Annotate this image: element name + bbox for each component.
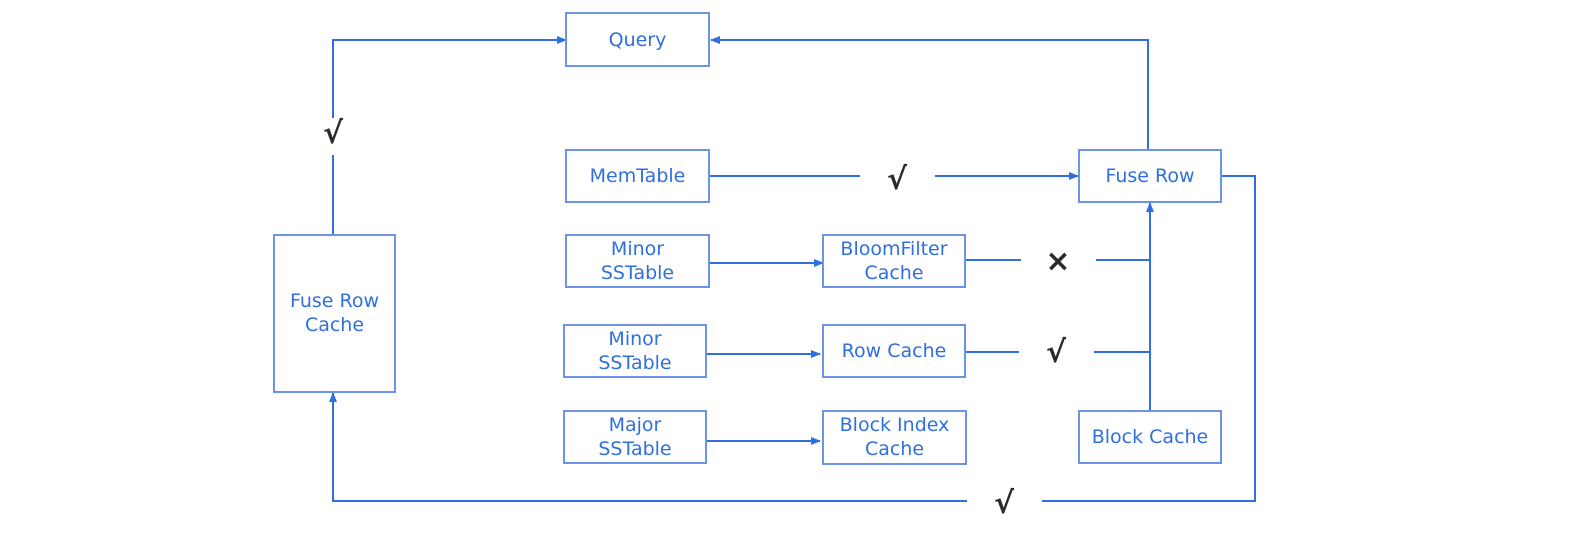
node-memtable: MemTable (565, 149, 710, 203)
node-fuse-row: Fuse Row (1078, 149, 1222, 203)
node-block-cache: Block Cache (1078, 410, 1222, 464)
node-minor-sstable-2: Minor SSTable (563, 324, 707, 378)
node-bloomfilter-cache-line2: Cache (864, 262, 923, 284)
edge-bottom-to-fuserowcache (329, 392, 967, 502)
node-fuse-row-label: Fuse Row (1105, 165, 1194, 187)
node-memtable-label: MemTable (590, 165, 686, 187)
node-major-sstable-line1: Major (609, 414, 662, 436)
node-minor-sstable-2-line2: SSTable (598, 352, 671, 374)
node-major-sstable: Major SSTable (563, 410, 707, 464)
node-row-cache-label: Row Cache (842, 340, 947, 362)
edge-fuserow-to-query (710, 36, 1149, 149)
node-fuse-row-cache-line2: Cache (305, 314, 364, 336)
check-mark-memtable: √ (887, 162, 908, 197)
node-fuse-row-cache: Fuse Row Cache (273, 234, 396, 393)
node-fuse-row-cache-line1: Fuse Row (290, 290, 379, 312)
node-bloomfilter-cache-line1: BloomFilter (840, 238, 947, 260)
node-block-index-cache-line2: Cache (865, 438, 924, 460)
edge-fuserow-out-right (1042, 175, 1256, 502)
node-bloomfilter-cache: BloomFilter Cache (822, 234, 966, 288)
node-major-sstable-line2: SSTable (598, 438, 671, 460)
edge-fuserowcache-to-query-upper (332, 36, 567, 118)
node-minor-sstable-1-line1: Minor (611, 238, 664, 260)
check-mark-rowcache: √ (1046, 335, 1067, 370)
check-mark-bottom: √ (994, 486, 1015, 521)
check-mark-fuserowcache: √ (323, 116, 344, 151)
node-minor-sstable-1: Minor SSTable (565, 234, 710, 288)
node-row-cache: Row Cache (822, 324, 966, 378)
node-block-index-cache: Block Index Cache (822, 410, 967, 465)
node-block-index-cache-line1: Block Index (840, 414, 950, 436)
node-block-cache-label: Block Cache (1092, 426, 1209, 448)
node-query-label: Query (609, 29, 667, 51)
node-minor-sstable-2-line1: Minor (608, 328, 661, 350)
cross-mark-bloomfilter: × (1045, 244, 1070, 279)
node-minor-sstable-1-line2: SSTable (601, 262, 674, 284)
node-query: Query (565, 12, 710, 67)
